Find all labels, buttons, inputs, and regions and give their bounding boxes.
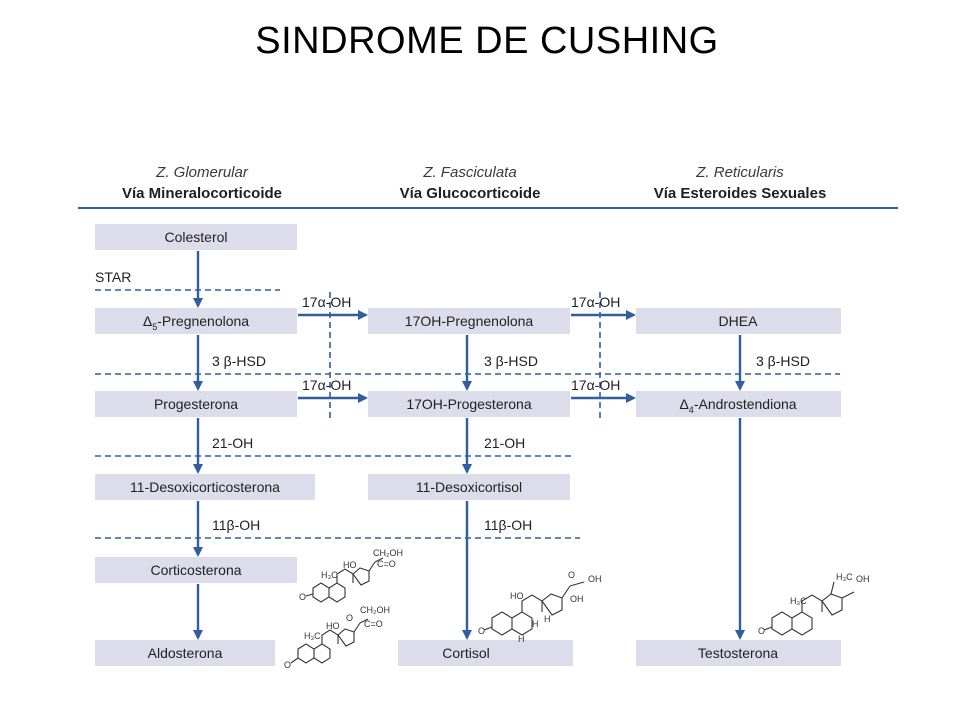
enzyme-17oh-4: 17α-OH [571,377,620,393]
box-colesterol [95,224,297,250]
label-androstendiona: Δ4-Androstendiona [679,396,796,415]
pregnenolona-name: -Pregnenolona [157,313,249,329]
label-dhea: DHEA [719,313,759,329]
svg-text:O: O [346,613,353,623]
label-11-desoxicortisol: 11-Desoxicortisol [416,479,522,495]
box-dhea [636,308,841,334]
pathway-mineralocorticoid: Vía Mineralocorticoide [122,185,282,202]
pathway-glucocorticoid: Vía Glucocorticoide [400,185,541,202]
aldosterone-structure: CH₂OH O C=O HO H₃C O [284,605,390,670]
enzyme-21oh-1: 21-OH [212,435,253,451]
svg-text:O: O [478,626,485,636]
cortisol-structure: O OH HO OH O H H H [478,570,602,644]
corticosterone-structure: CH₂OH C=O HO H₃C O [299,548,403,603]
svg-text:OH: OH [588,574,602,584]
label-11-desoxicorticosterona: 11-Desoxicorticosterona [130,479,280,495]
zone-reticularis: Z. Reticularis [695,164,784,181]
zone-glomerular: Z. Glomerular [155,164,249,181]
slide-title: SINDROME DE CUSHING [255,20,719,62]
enzyme-3bhsd-2: 3 β-HSD [484,353,538,369]
svg-text:OH: OH [856,574,870,584]
box-11-desoxicortisol [368,474,570,500]
svg-text:OH: OH [570,594,584,604]
label-cortisol: Cortisol [442,645,489,661]
label-corticosterona: Corticosterona [150,562,241,578]
delta-symbol: Δ [679,396,688,412]
enzyme-17oh-3: 17α-OH [302,377,351,393]
label-testosterona: Testosterona [698,645,778,661]
svg-text:O: O [758,626,765,636]
svg-text:H₃C: H₃C [321,570,338,580]
svg-text:C=O: C=O [377,559,396,569]
enzyme-17oh-1: 17α-OH [302,294,351,310]
svg-text:H₃C: H₃C [836,572,853,582]
label-colesterol: Colesterol [164,229,227,245]
svg-text:CH₂OH: CH₂OH [373,548,403,558]
delta-subscript: 4 [689,405,694,415]
enzyme-11boh-1: 11β-OH [212,517,260,533]
testosterone-structure: H₃C OH H₃C O [758,572,870,636]
androstendiona-name: -Androstendiona [694,396,797,412]
svg-text:H: H [518,634,525,644]
svg-text:O: O [299,592,306,602]
svg-text:C=O: C=O [364,619,383,629]
enzyme-3bhsd-1: 3 β-HSD [212,353,266,369]
box-aldosterona [95,640,275,666]
box-cortisol [398,640,573,666]
svg-text:CH₂OH: CH₂OH [360,605,390,615]
enzyme-21oh-2: 21-OH [484,435,525,451]
label-17oh-pregnenolona: 17OH-Pregnenolona [405,313,534,329]
pathway-sex-steroids: Vía Esteroides Sexuales [654,185,827,202]
svg-text:O: O [568,570,575,580]
enzyme-11boh-2: 11β-OH [484,517,532,533]
svg-text:HO: HO [510,591,524,601]
zone-fasciculata: Z. Fasciculata [422,164,516,181]
box-17oh-pregnenolona [368,308,570,334]
svg-text:O: O [284,660,291,670]
label-aldosterona: Aldosterona [148,645,223,661]
box-11-desoxicorticosterona [95,474,315,500]
svg-text:HO: HO [326,621,340,631]
delta-subscript: 5 [152,322,157,332]
box-progesterona [95,391,297,417]
enzyme-3bhsd-3: 3 β-HSD [756,353,810,369]
svg-text:H: H [544,614,551,624]
svg-text:HO: HO [343,560,357,570]
label-progesterona: Progesterona [154,396,238,412]
label-17oh-progesterona: 17OH-Progesterona [406,396,532,412]
svg-text:H₃C: H₃C [790,596,807,606]
delta-symbol: Δ [143,313,152,329]
box-androstendiona [636,391,841,417]
svg-text:H: H [532,619,539,629]
svg-text:H₃C: H₃C [304,631,321,641]
box-pregnenolona [95,308,297,334]
enzyme-star: STAR [95,269,131,285]
box-testosterona [636,640,841,666]
enzyme-17oh-2: 17α-OH [571,294,620,310]
box-17oh-progesterona [368,391,570,417]
box-corticosterona [95,557,297,583]
label-pregnenolona: Δ5-Pregnenolona [143,313,249,332]
